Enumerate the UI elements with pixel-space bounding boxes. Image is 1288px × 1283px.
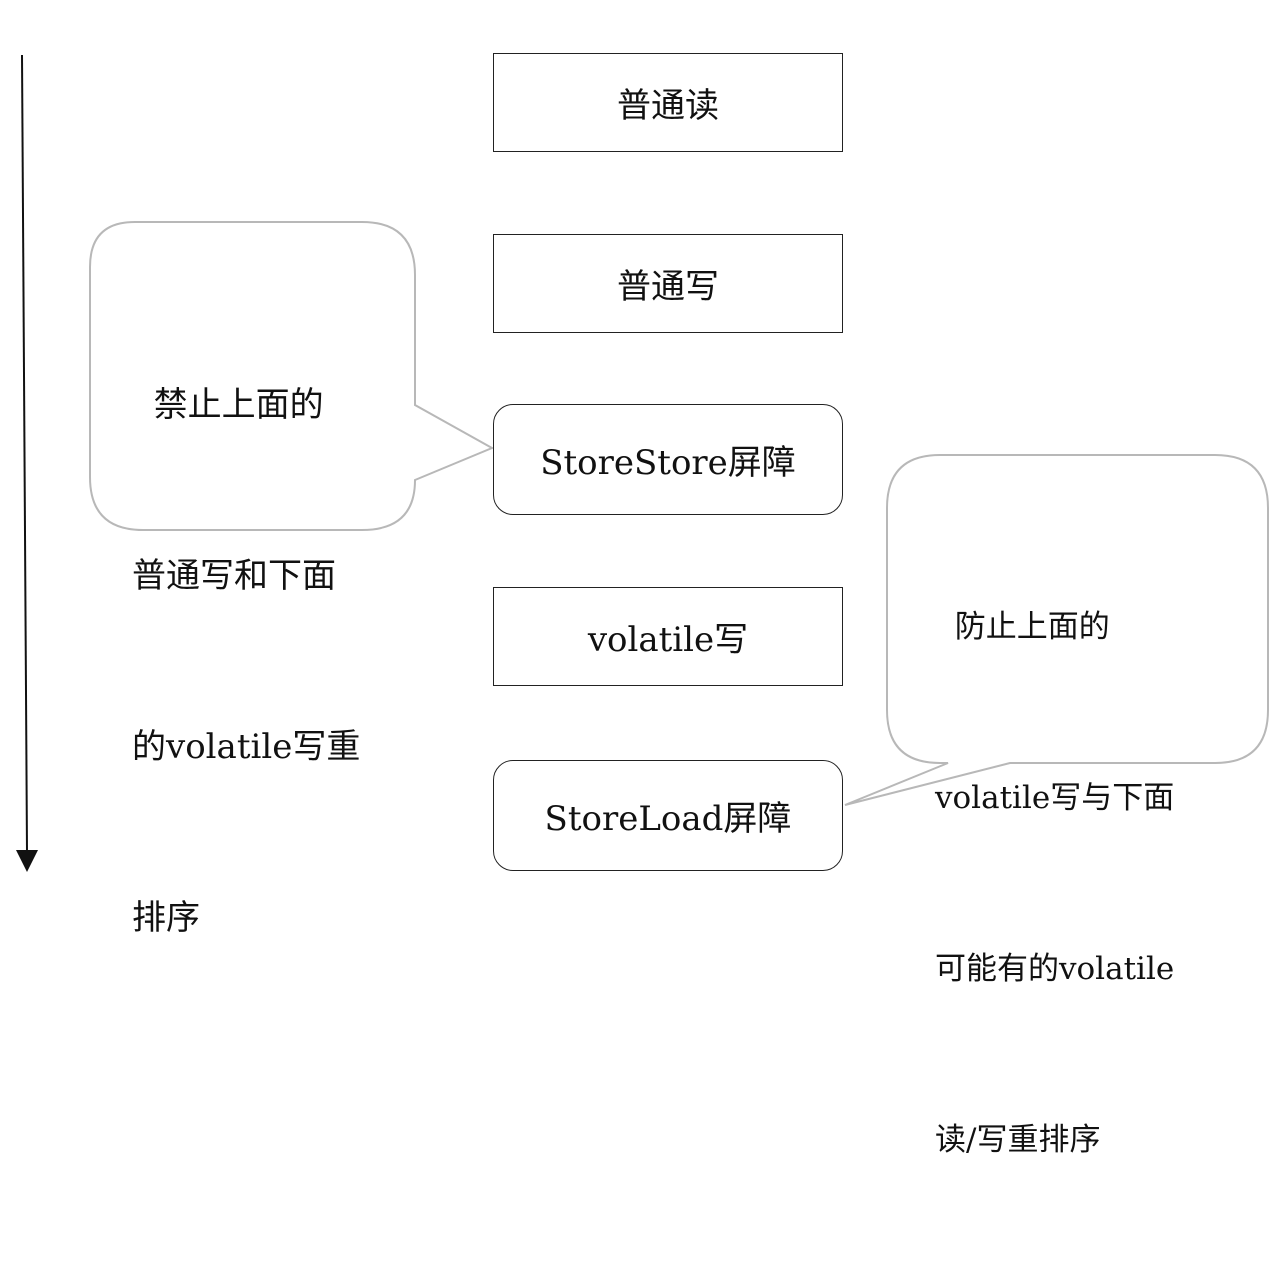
- timeline-arrow-line: [21, 54, 28, 853]
- timeline-arrow-head: [16, 850, 38, 872]
- step-normal-read: 普通读: [493, 53, 843, 152]
- callout-line: 的volatile写重: [132, 727, 361, 767]
- callout-line: 读/写重排序: [935, 1122, 1101, 1158]
- callout-bubble-storestore: [89, 221, 495, 531]
- callout-text-storestore: 禁止上面的 普通写和下面 的volatile写重 排序: [132, 263, 360, 1061]
- callout-line: 禁止上面的: [132, 385, 324, 425]
- callout-line: 普通写和下面: [132, 556, 336, 596]
- callout-line: 可能有的volatile: [935, 951, 1175, 987]
- memory-barrier-diagram: 普通读 普通写 StoreStore屏障 volatile写 StoreLoad…: [16, 53, 1269, 1158]
- callout-bubble-storeload: [844, 454, 1269, 806]
- callout-line: 防止上面的: [935, 609, 1110, 645]
- callout-line: 排序: [132, 898, 200, 938]
- callout-text-storeload: 防止上面的 volatile写与下面 可能有的volatile 读/写重排序: [935, 485, 1174, 1283]
- step-storestore-barrier: StoreStore屏障: [493, 404, 843, 515]
- diagram-lines: [16, 54, 1269, 872]
- step-normal-write: 普通写: [493, 234, 843, 333]
- callout-line: volatile写与下面: [935, 780, 1175, 816]
- step-storeload-barrier: StoreLoad屏障: [493, 760, 843, 871]
- step-volatile-write: volatile写: [493, 587, 843, 686]
